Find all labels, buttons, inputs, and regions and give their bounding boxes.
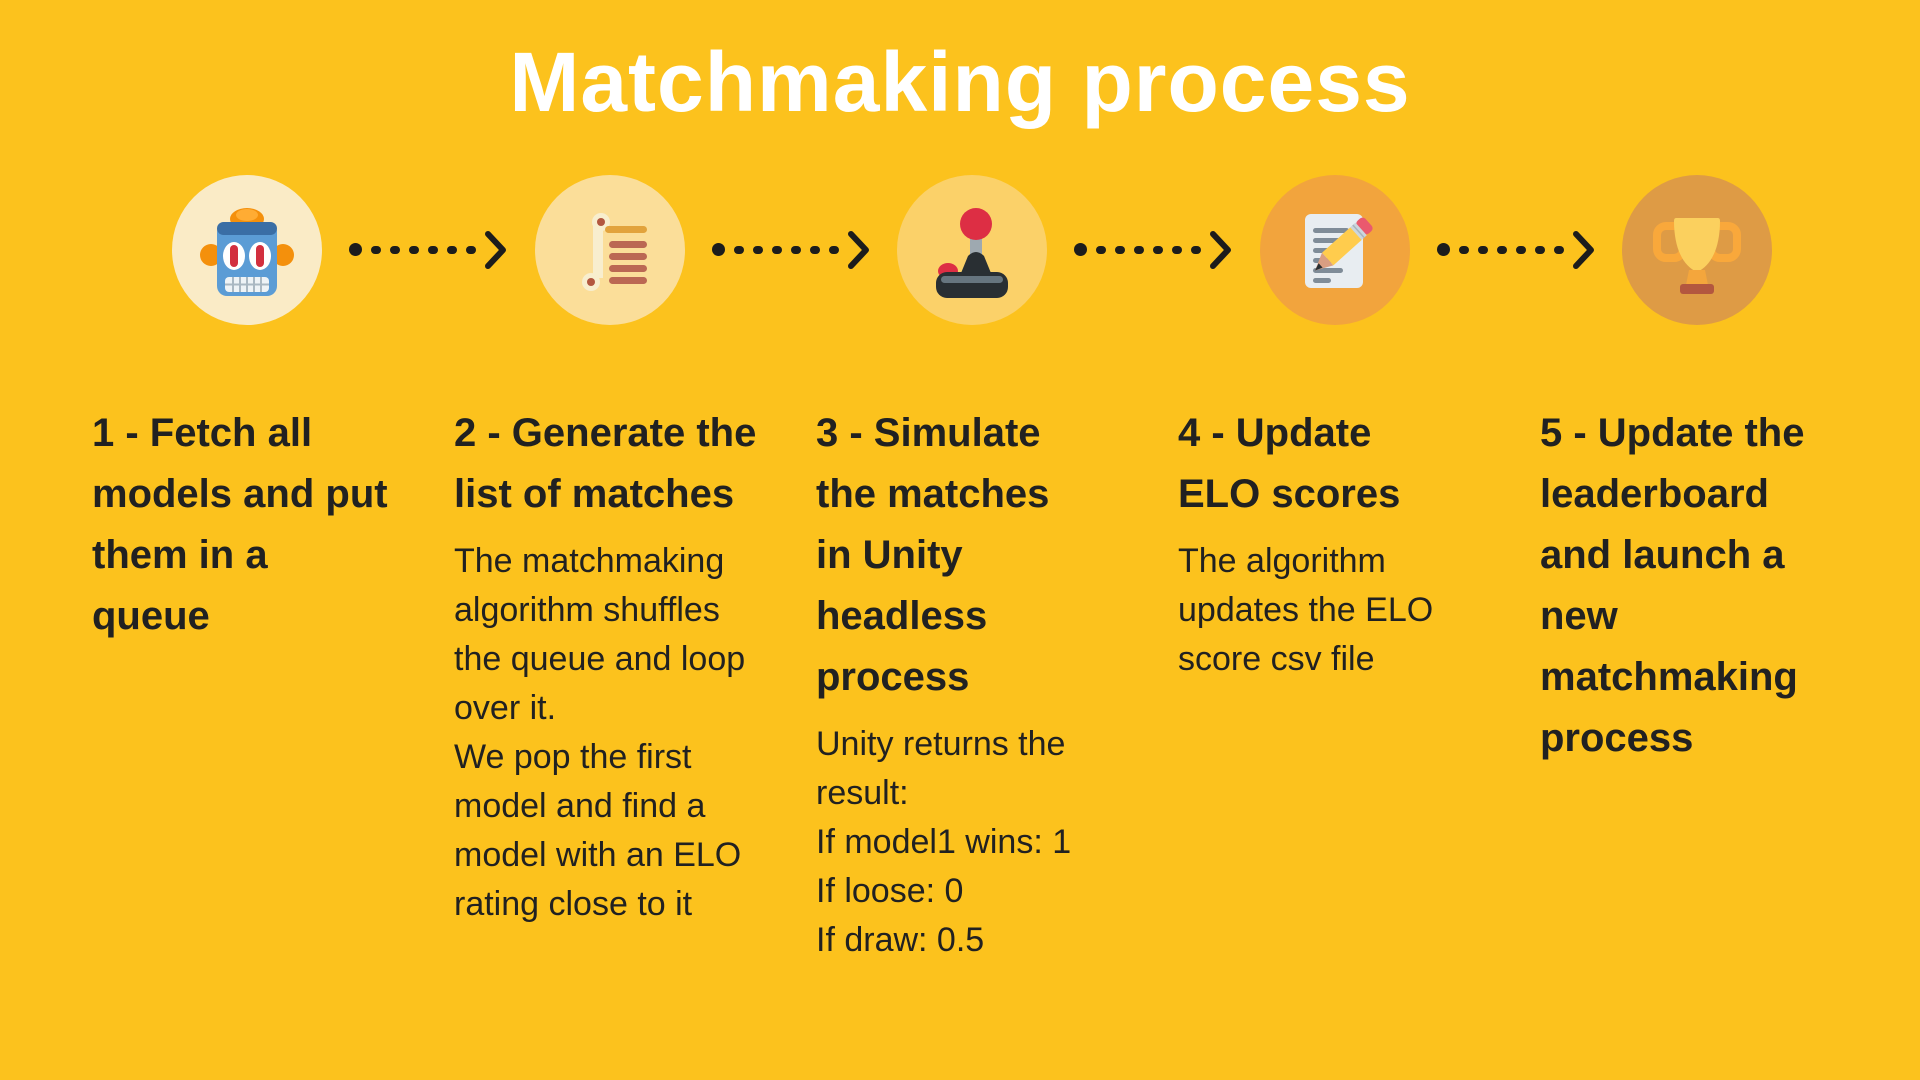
- arrow-dash: [828, 245, 839, 254]
- flow-arrow-4: [1410, 230, 1623, 269]
- step3-heading: 3 - Simulate the matches in Unity headle…: [816, 410, 1050, 699]
- step1-heading: 1 - Fetch all models and put them in a q…: [92, 410, 388, 638]
- step2-text: 2 - Generate the list of matches The mat…: [454, 403, 784, 965]
- arrow-dash: [409, 245, 420, 254]
- trophy-icon: [1653, 217, 1741, 294]
- step3-text: 3 - Simulate the matches in Unity headle…: [816, 403, 1146, 965]
- arrow-dash: [1153, 245, 1164, 254]
- arrow-dash: [771, 245, 782, 254]
- arrow-dash: [428, 245, 439, 254]
- arrow-head-icon: [847, 230, 869, 269]
- arrow-head-icon: [485, 230, 507, 269]
- step1-text: 1 - Fetch all models and put them in a q…: [92, 403, 422, 965]
- arrow-dash: [1096, 245, 1107, 254]
- step4-heading: 4 - Update ELO scores: [1178, 410, 1401, 516]
- arrow-dash: [466, 245, 477, 254]
- arrow-dash: [1534, 245, 1545, 254]
- arrow-dash: [809, 245, 820, 254]
- arrow-dash: [1515, 245, 1526, 254]
- flow-arrow-1: [322, 230, 535, 269]
- arrow-dash: [790, 245, 801, 254]
- arrow-dash: [390, 245, 401, 254]
- arrow-dash: [447, 245, 458, 254]
- arrow-dash: [1553, 245, 1564, 254]
- arrow-dash: [1496, 245, 1507, 254]
- arrow-dash: [1477, 245, 1488, 254]
- arrow-head-icon: [1572, 230, 1594, 269]
- step4-icon-circle: [1259, 174, 1410, 325]
- step2-body: The matchmaking algorithm shuffles the q…: [454, 541, 746, 923]
- arrow-dot: [349, 243, 363, 257]
- arrow-dash: [733, 245, 744, 254]
- joystick-icon: [936, 207, 1008, 298]
- arrow-dash: [1115, 245, 1126, 254]
- step5-text: 5 - Update the leaderboard and launch a …: [1540, 403, 1870, 965]
- flow-arrow-3: [1047, 230, 1260, 269]
- arrow-dash: [371, 245, 382, 254]
- arrow-dash: [1191, 245, 1202, 254]
- arrow-dash: [1458, 245, 1469, 254]
- memo-pencil-icon: [1304, 213, 1373, 288]
- step4-body: The algorithm updates the ELO score csv …: [1178, 541, 1434, 678]
- step2-icon-circle: [534, 174, 685, 325]
- step3-icon-circle: [897, 174, 1047, 325]
- step3-body: Unity returns the result: If model1 wins…: [816, 724, 1072, 959]
- scroll-list-icon: [581, 212, 647, 291]
- arrow-head-icon: [1210, 230, 1232, 269]
- step4-text: 4 - Update ELO scores The algorithm upda…: [1178, 403, 1508, 965]
- arrow-dot: [1074, 243, 1088, 257]
- arrow-dash: [752, 245, 763, 254]
- arrow-dash: [1172, 245, 1183, 254]
- process-flow: [0, 174, 1920, 325]
- step5-heading: 5 - Update the leaderboard and launch a …: [1540, 410, 1805, 760]
- step1-icon-circle: [172, 174, 322, 325]
- arrow-dot: [711, 243, 725, 257]
- page-title: Matchmaking process: [509, 35, 1411, 129]
- flow-arrow-2: [685, 230, 898, 269]
- robot-icon: [200, 207, 294, 296]
- arrow-dash: [1134, 245, 1145, 254]
- step5-icon-circle: [1622, 174, 1772, 325]
- step-descriptions: 1 - Fetch all models and put them in a q…: [0, 403, 1920, 965]
- arrow-dot: [1436, 243, 1450, 257]
- step2-heading: 2 - Generate the list of matches: [454, 410, 757, 516]
